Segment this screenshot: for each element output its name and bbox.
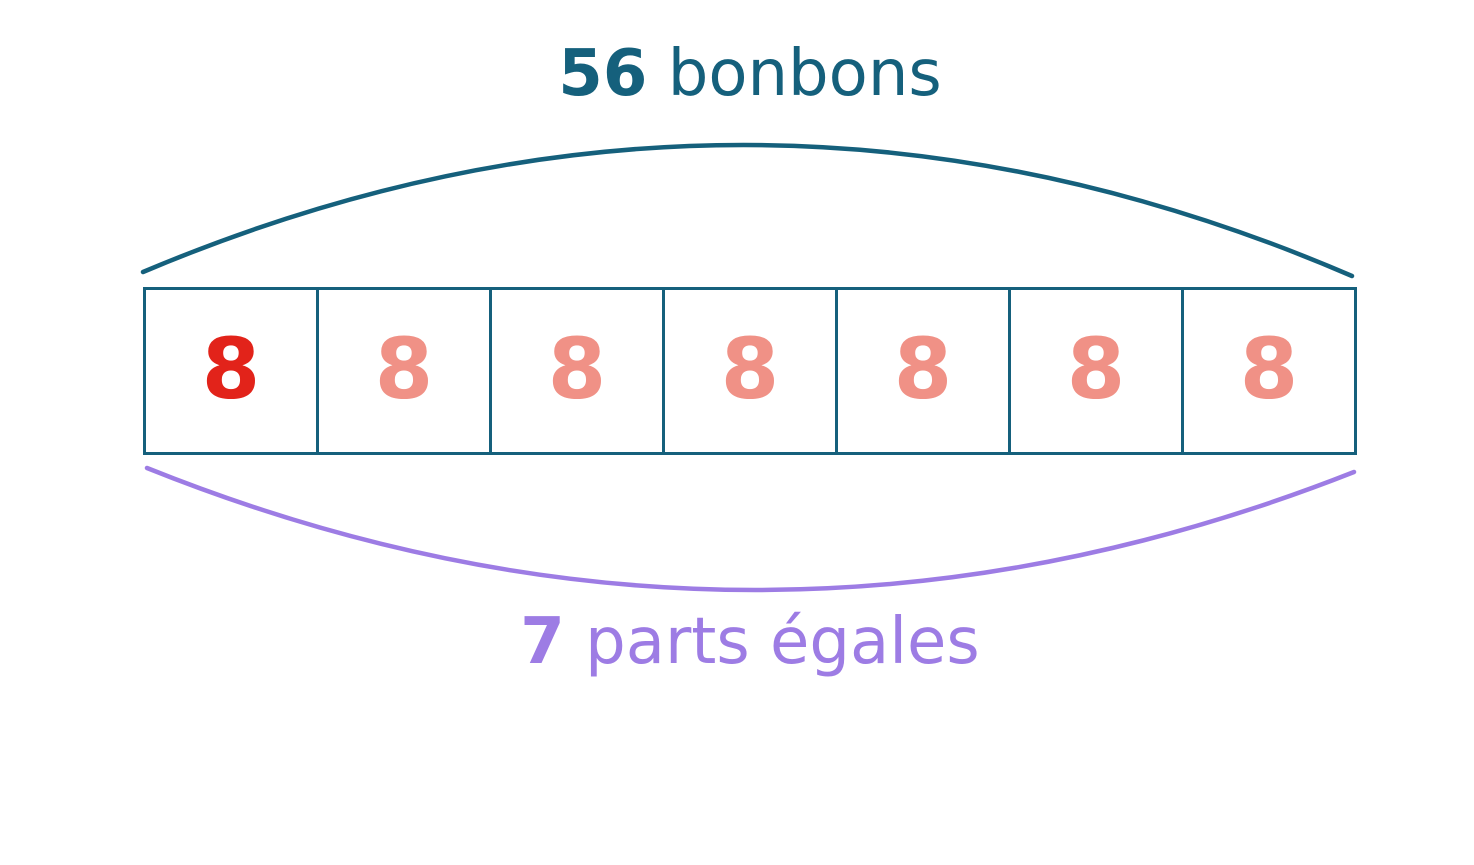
part-value: 8 — [893, 320, 953, 418]
total-number: 56 — [558, 37, 648, 111]
parts-row: 8 8 8 8 8 8 8 — [143, 287, 1357, 455]
part-box: 8 — [1008, 290, 1181, 452]
parts-brace-arc — [144, 465, 1357, 593]
total-unit: bonbons — [667, 37, 942, 111]
part-box: 8 — [835, 290, 1008, 452]
part-box: 8 — [662, 290, 835, 452]
part-value: 8 — [374, 320, 434, 418]
part-box: 8 — [146, 290, 316, 452]
parts-number: 7 — [520, 605, 565, 679]
part-value: 8 — [201, 320, 261, 418]
parts-label: 7 parts égales — [143, 605, 1357, 680]
part-box: 8 — [489, 290, 662, 452]
part-value: 8 — [720, 320, 780, 418]
part-box: 8 — [316, 290, 489, 452]
total-brace-arc — [140, 142, 1355, 279]
parts-text: parts égales — [585, 605, 980, 679]
part-value: 8 — [1066, 320, 1126, 418]
part-value: 8 — [1239, 320, 1299, 418]
total-label: 56 bonbons — [143, 37, 1357, 112]
part-value: 8 — [547, 320, 607, 418]
part-box: 8 — [1181, 290, 1354, 452]
